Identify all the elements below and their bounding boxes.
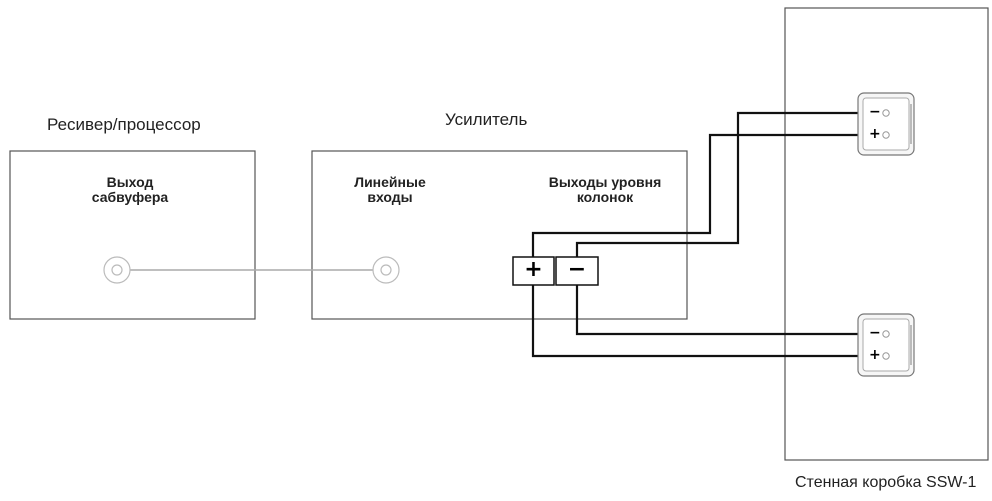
amplifier-rca-jack bbox=[372, 256, 400, 284]
receiver-rca-jack bbox=[103, 256, 131, 284]
amp-plus-sign: + bbox=[524, 257, 543, 282]
wire-minus-lower bbox=[575, 285, 870, 336]
lower-connector-minus-sign: − bbox=[869, 325, 881, 341]
wire-plus-upper bbox=[531, 133, 870, 257]
amplifier-box bbox=[311, 150, 688, 320]
amp-minus-sign: − bbox=[567, 257, 587, 282]
wire-plus-lower bbox=[531, 285, 870, 358]
subwoofer-output-label: Выход сабвуфера bbox=[91, 174, 169, 206]
speaker-outputs-label: Выходы уровня колонок bbox=[548, 174, 662, 206]
receiver-title: Ресивер/процессор bbox=[47, 115, 201, 134]
wall-connector-upper bbox=[857, 92, 915, 156]
line-inputs-label: Линейные входы bbox=[354, 174, 426, 206]
wire-minus-upper bbox=[575, 111, 870, 257]
upper-connector-minus-sign: − bbox=[869, 104, 881, 120]
receiver-box bbox=[9, 150, 256, 320]
lower-connector-plus-sign: + bbox=[869, 347, 881, 363]
wall-connector-lower bbox=[857, 313, 915, 377]
amplifier-title: Усилитель bbox=[445, 110, 528, 129]
amplifier-terminal-block bbox=[512, 256, 599, 286]
upper-connector-plus-sign: + bbox=[869, 126, 881, 142]
wall-box bbox=[784, 7, 989, 461]
wall-box-caption: Стенная коробка SSW-1 bbox=[795, 474, 977, 491]
